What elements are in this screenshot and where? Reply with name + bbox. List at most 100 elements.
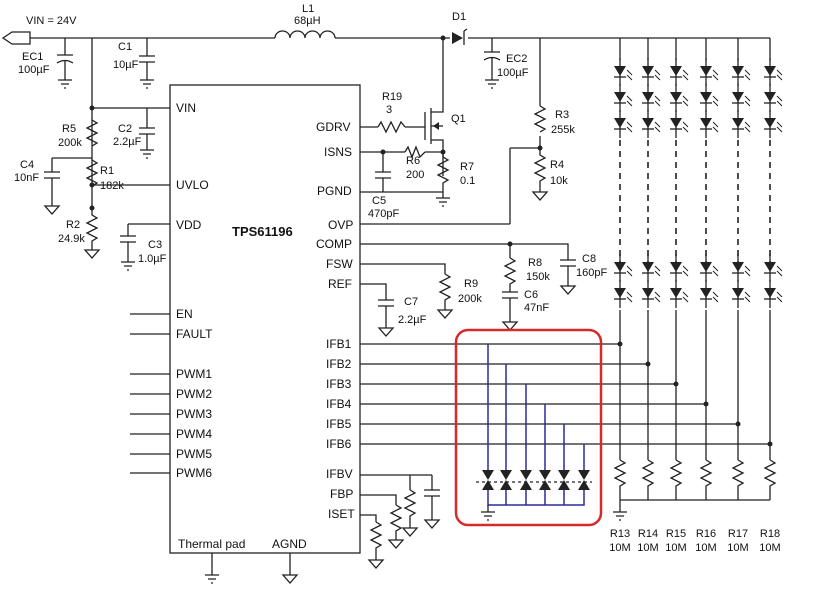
led-diode [642,58,661,86]
led-diodes [614,58,783,308]
svg-text:PWM5: PWM5 [176,447,212,461]
diode-D1: D1 [452,11,468,45]
capacitor-C4: C4 10nF [14,158,61,215]
left-pins: VIN UVLO VDD EN FAULT PWM1 PWM2 PWM3 PWM… [176,101,213,480]
resistor-ref-label: R14 [637,528,659,540]
resistor-R5: R5 200k [58,119,99,149]
svg-text:OVP: OVP [328,218,353,232]
svg-text:C7: C7 [404,296,418,308]
resistor-R19: R19 3 [377,91,406,134]
led-diode [764,58,783,86]
led-diode [764,254,783,282]
svg-text:EC1: EC1 [22,51,43,63]
bottom-resistor [641,459,655,500]
resistor-value-label: 10M [665,542,687,554]
svg-text:47nF: 47nF [524,302,549,314]
svg-text:68µH: 68µH [294,15,321,27]
svg-text:PWM3: PWM3 [176,407,212,421]
svg-text:VIN: VIN [176,101,196,115]
thermal-pad-label: Thermal pad [178,537,245,551]
svg-text:10nF: 10nF [14,172,39,184]
svg-text:R4: R4 [550,159,564,171]
svg-text:182k: 182k [100,180,124,192]
led-diode [614,110,633,138]
led-diode [732,254,751,282]
svg-text:100µF: 100µF [18,64,50,76]
bottom-resistor [731,459,745,500]
capacitor-C7: C7 2.2µF [377,296,427,337]
svg-text:1.0µF: 1.0µF [138,253,167,265]
highlight-box [454,328,603,527]
led-diode [732,58,751,86]
led-diode [670,254,689,282]
svg-text:R5: R5 [62,123,76,135]
svg-text:10k: 10k [550,175,568,187]
capacitor-C5: C5 470pF [360,171,399,220]
svg-text:470pF: 470pF [368,208,399,220]
svg-text:255k: 255k [551,124,575,136]
svg-text:R7: R7 [460,161,474,173]
capacitor-C6: C6 47nF [501,289,549,331]
svg-text:FSW: FSW [326,257,353,271]
svg-text:R19: R19 [382,91,402,103]
led-diode [614,280,633,308]
led-diode [700,280,719,308]
led-diode [642,254,661,282]
junction-dots [89,35,773,447]
svg-text:160pF: 160pF [576,267,607,279]
led-diode [670,84,689,112]
svg-text:PWM2: PWM2 [176,387,212,401]
tvs-diode [520,470,532,490]
led-diode [732,280,751,308]
ic-body [169,84,361,554]
agnd-label: AGND [272,537,307,551]
svg-text:L1: L1 [302,3,314,15]
svg-text:FBP: FBP [330,487,353,501]
led-diode [670,110,689,138]
resistor-value-label: 10M [609,542,631,554]
svg-text:VDD: VDD [176,218,202,232]
svg-text:IFB1: IFB1 [326,337,352,351]
bottom-resistor [763,459,777,500]
capacitor-C2: C2 2.2µF [113,108,155,159]
led-diode [764,280,783,308]
led-diode [670,280,689,308]
led-strings [619,38,771,444]
svg-text:R8: R8 [528,257,542,269]
led-diode [700,254,719,282]
svg-text:C8: C8 [582,253,596,265]
svg-text:24.9k: 24.9k [58,233,85,245]
svg-text:D1: D1 [452,11,466,23]
svg-text:200: 200 [406,169,424,181]
svg-text:PGND: PGND [317,184,352,198]
resistor-R1: R1 182k [85,159,124,192]
led-diode [642,84,661,112]
svg-text:IFB2: IFB2 [326,357,352,371]
bottom-resistor [669,459,683,500]
svg-text:100µF: 100µF [497,67,529,79]
resistor-R3: R3 255k [533,105,575,136]
bottom-resistor [613,459,627,500]
svg-text:PWM4: PWM4 [176,427,212,441]
svg-text:REF: REF [328,277,352,291]
svg-text:ISET: ISET [328,507,355,521]
resistor-ref-label: R18 [759,528,781,540]
svg-text:R1: R1 [100,165,114,177]
led-diode [764,84,783,112]
led-diode [670,58,689,86]
svg-text:IFB5: IFB5 [326,417,352,431]
resistor-value-label: 10M [727,542,749,554]
led-diode [732,84,751,112]
protection-diodes [482,470,590,490]
svg-text:Q1: Q1 [451,113,466,125]
resistor-ref-label: R13 [609,528,631,540]
tvs-diode [500,470,512,490]
svg-text:PWM6: PWM6 [176,466,212,480]
svg-text:EC2: EC2 [506,53,527,65]
led-diode [642,110,661,138]
svg-text:R3: R3 [555,109,569,121]
svg-text:IFB6: IFB6 [326,437,352,451]
svg-text:GDRV: GDRV [316,120,350,134]
resistor-R6: R6 200 [404,145,426,181]
